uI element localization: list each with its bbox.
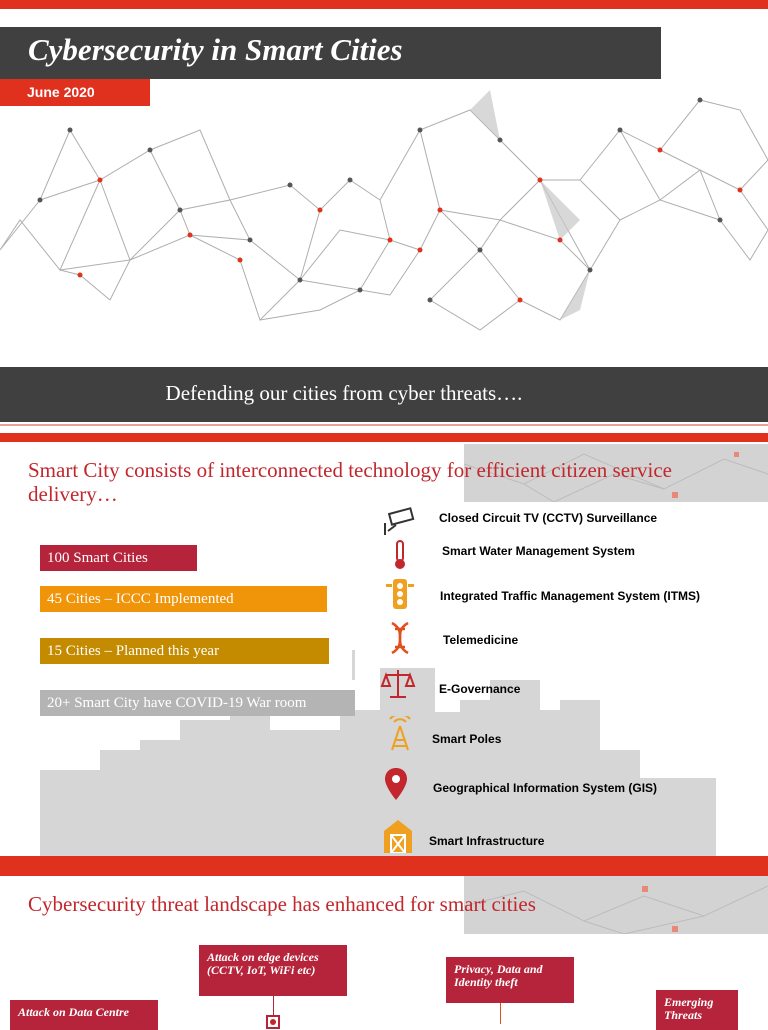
connector-line <box>273 996 274 1016</box>
stat-covid-war-room: 20+ Smart City have COVID-19 War room <box>40 690 355 716</box>
callout-privacy-identity: Privacy, Data and Identity theft <box>446 957 574 1003</box>
network-strip-graphic <box>463 444 768 503</box>
feature-infrastructure: Smart Infrastructure <box>429 834 545 848</box>
feature-egovernance: E-Governance <box>439 682 521 696</box>
stat-iccc-implemented: 45 Cities – ICCC Implemented <box>40 586 327 612</box>
city-skyline-graphic <box>40 650 716 856</box>
connector-node-icon <box>266 1015 280 1029</box>
section2-heading: Cybersecurity threat landscape has enhan… <box>28 892 536 916</box>
traffic-light-icon <box>386 579 414 609</box>
callout-data-centre: Attack on Data Centre <box>10 1000 158 1030</box>
callout-edge-devices: Attack on edge devices (CCTV, IoT, WiFi … <box>199 945 347 996</box>
section1-heading: Smart City consists of interconnected te… <box>28 458 672 506</box>
callout-emerging-threats: Emerging Threats <box>656 990 738 1030</box>
dna-icon <box>391 621 409 655</box>
network-mesh-graphic <box>0 90 768 331</box>
feature-telemedicine: Telemedicine <box>443 633 519 647</box>
stat-smart-cities: 100 Smart Cities <box>40 545 197 571</box>
section-divider-bar <box>0 433 768 442</box>
cctv-camera-icon <box>384 507 415 535</box>
barn-icon <box>384 820 412 853</box>
date-badge <box>0 79 150 106</box>
scales-icon <box>380 670 416 698</box>
tagline-text: Defending our cities from cyber threats…… <box>165 381 523 405</box>
thermometer-icon <box>395 540 405 569</box>
antenna-tower-icon <box>389 716 411 751</box>
top-accent-bar <box>0 0 768 9</box>
divider-line <box>0 424 768 426</box>
date-label: June 2020 <box>27 84 95 100</box>
map-pin-icon <box>385 768 407 800</box>
stat-planned-this-year: 15 Cities – Planned this year <box>40 638 329 664</box>
section-divider-bar-2 <box>0 856 768 876</box>
title-banner <box>0 27 661 79</box>
feature-water: Smart Water Management System <box>442 544 635 558</box>
page-title: Cybersecurity in Smart Cities <box>28 32 403 67</box>
feature-gis: Geographical Information System (GIS) <box>433 781 658 795</box>
feature-smart-poles: Smart Poles <box>432 732 502 746</box>
connector-line-2 <box>500 1003 501 1024</box>
feature-cctv: Closed Circuit TV (CCTV) Surveillance <box>439 511 658 525</box>
feature-itms: Integrated Traffic Management System (IT… <box>440 589 701 603</box>
tagline-banner <box>0 367 768 422</box>
network-strip-graphic-2 <box>463 876 768 935</box>
